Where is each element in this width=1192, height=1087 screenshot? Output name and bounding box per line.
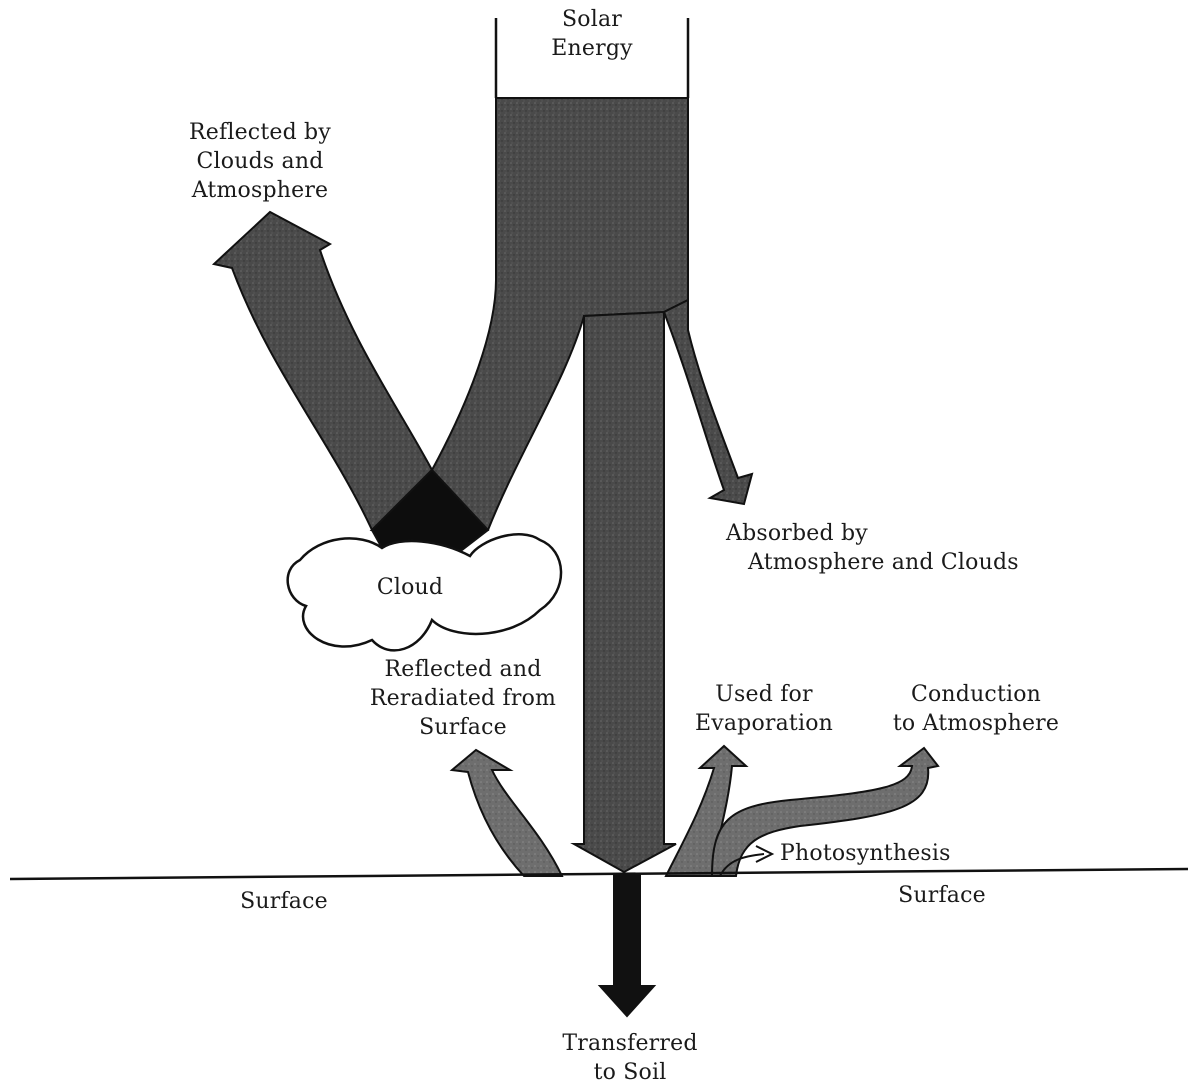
reflected-by-clouds-line-1: Reflected by: [170, 118, 350, 147]
reflected-from-surface-line-1: Reflected and: [350, 655, 576, 684]
solar-energy-label: Solar Energy: [532, 5, 652, 63]
surface-line: [10, 869, 1188, 879]
reflected-from-surface-arrow: [452, 750, 562, 876]
photosynthesis-label: Photosynthesis: [780, 839, 951, 868]
reflected-from-surface-line-2: Reradiated from: [350, 684, 576, 713]
solar-energy-line-2: Energy: [532, 34, 652, 63]
soil-label: Transferred to Soil: [540, 1029, 720, 1087]
evaporation-line-1: Used for: [680, 680, 848, 709]
absorbed-line-2: Atmosphere and Clouds: [726, 548, 1019, 577]
conduction-line-1: Conduction: [876, 680, 1076, 709]
absorbed-arrow: [664, 300, 752, 504]
soil-line-2: to Soil: [540, 1058, 720, 1087]
reflected-from-surface-label: Reflected and Reradiated from Surface: [350, 655, 576, 742]
reflected-by-clouds-arrow: [214, 212, 432, 530]
conduction-label: Conduction to Atmosphere: [876, 680, 1076, 738]
evaporation-line-2: Evaporation: [680, 709, 848, 738]
soil-transfer-arrow: [600, 874, 654, 1016]
absorbed-line-1: Absorbed by: [726, 519, 1019, 548]
reflected-by-clouds-line-3: Atmosphere: [170, 176, 350, 205]
surface-right-label: Surface: [880, 881, 1004, 910]
absorbed-label: Absorbed by Atmosphere and Clouds: [726, 519, 1019, 577]
reflected-from-surface-line-3: Surface: [350, 713, 576, 742]
soil-line-1: Transferred: [540, 1029, 720, 1058]
conduction-line-2: to Atmosphere: [876, 709, 1076, 738]
surface-left-label: Surface: [222, 887, 346, 916]
cloud-label: Cloud: [350, 573, 470, 602]
reflected-by-clouds-line-2: Clouds and: [170, 147, 350, 176]
reflected-by-clouds-label: Reflected by Clouds and Atmosphere: [170, 118, 350, 205]
evaporation-label: Used for Evaporation: [680, 680, 848, 738]
solar-energy-line-1: Solar: [532, 5, 652, 34]
surface-input-column: [574, 312, 676, 872]
